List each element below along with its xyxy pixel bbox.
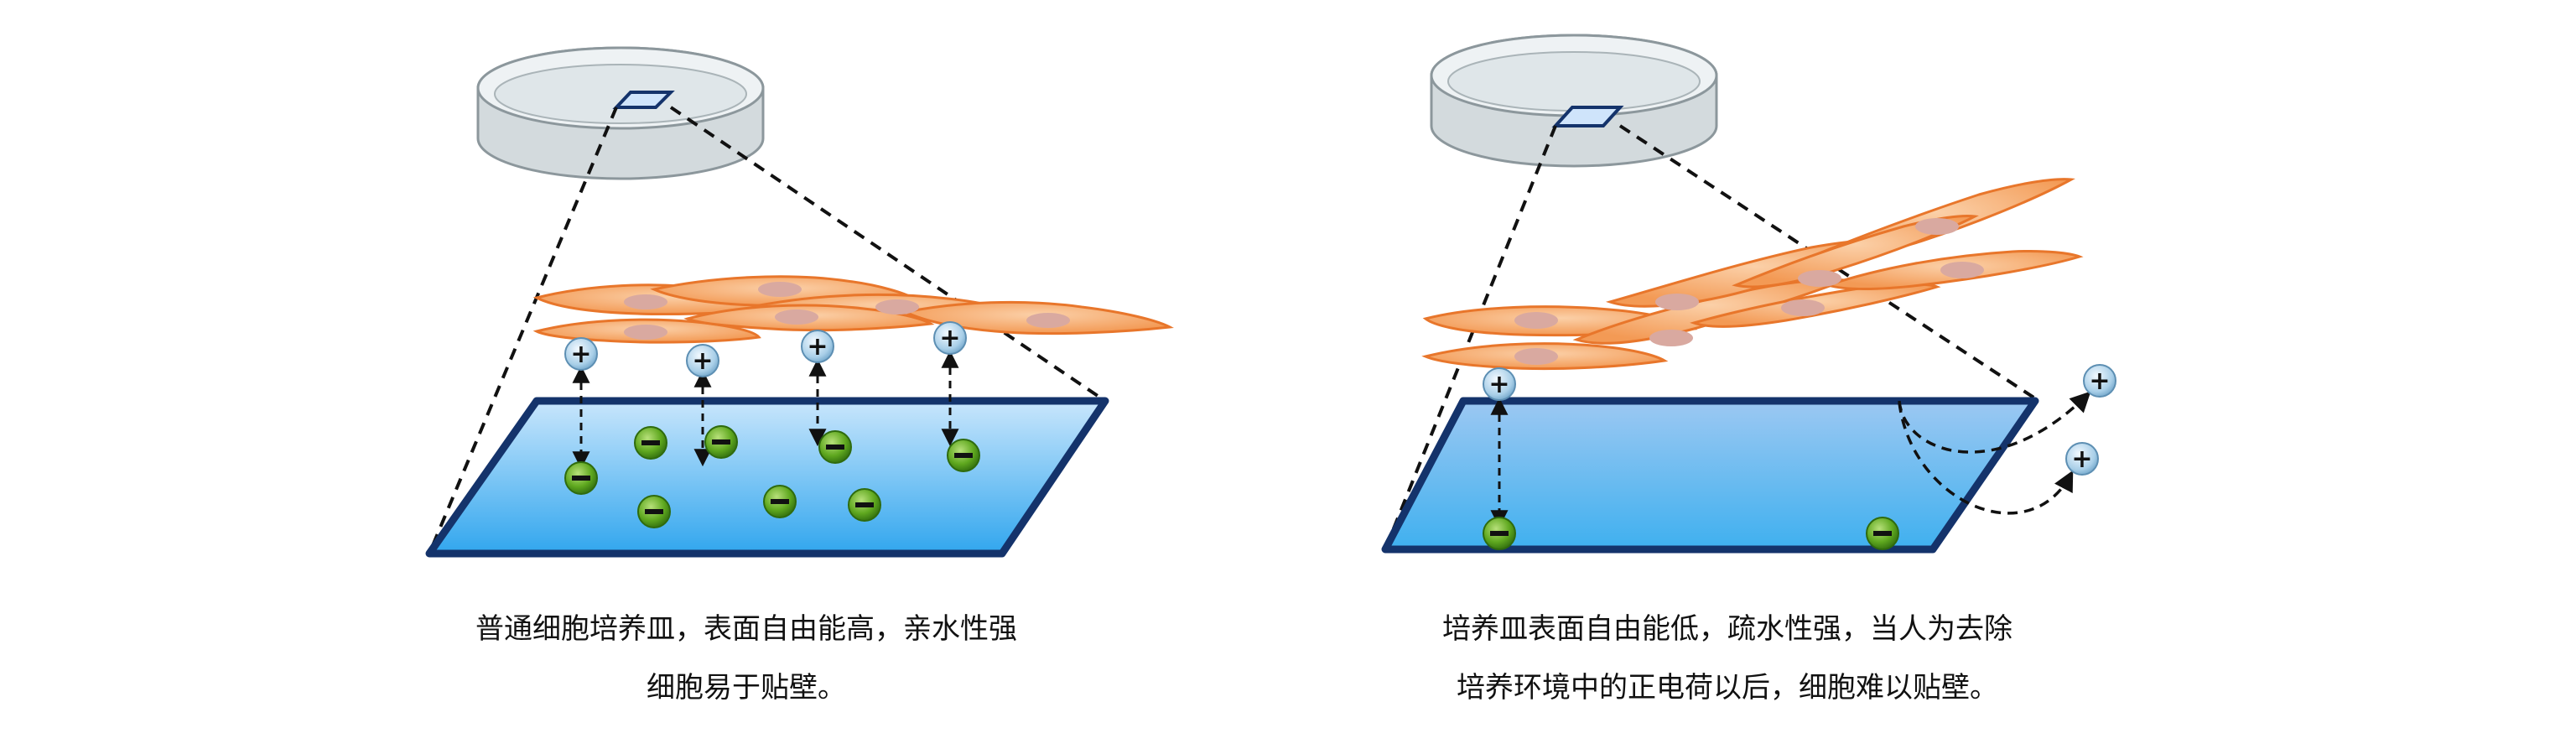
charge-interactions-left: [572, 350, 959, 470]
svg-text:+: +: [2089, 367, 2110, 396]
svg-text:+: +: [570, 340, 591, 369]
negative-charge: [637, 495, 671, 528]
positive-charge: +: [2065, 442, 2099, 476]
svg-text:+: +: [2071, 445, 2092, 474]
negative-charge: [1866, 517, 1899, 550]
culture-surface-right: [1381, 397, 2039, 554]
svg-text:+: +: [807, 332, 828, 361]
negative-charge: [1483, 517, 1516, 550]
svg-text:+: +: [1488, 370, 1509, 399]
petri-dish-right: [1430, 34, 1718, 168]
negative-charge: [818, 430, 852, 464]
positive-charge: +: [2083, 364, 2116, 398]
svg-text:+: +: [939, 324, 960, 353]
positive-charge: +: [801, 330, 834, 363]
sample-square-left: [612, 91, 675, 109]
negative-charge: [704, 425, 738, 459]
caption-right-line-1: 培养皿表面自由能低，疏水性强，当人为去除: [1442, 612, 2012, 646]
positive-charge: +: [933, 321, 967, 355]
negative-charges-left: [564, 425, 980, 528]
left-panel: + + + +: [425, 46, 1175, 558]
positive-charge: +: [686, 344, 719, 377]
right-panel: + + +: [1381, 34, 2116, 554]
positive-charges-right: + + +: [1483, 364, 2116, 476]
negative-charges-right: [1483, 517, 1899, 550]
caption-left-line-1: 普通细胞培养皿，表面自由能高，亲水性强: [475, 612, 1017, 646]
caption-right-line-2: 培养环境中的正电荷以后，细胞难以贴壁。: [1457, 671, 1998, 705]
cell-layer-right: [1421, 178, 2084, 371]
negative-charge: [564, 461, 598, 495]
sample-square-right: [1551, 106, 1624, 127]
negative-charge: [947, 439, 980, 472]
negative-charge: [763, 485, 797, 518]
positive-charges-left: + + + +: [564, 321, 967, 377]
negative-charge: [634, 426, 667, 460]
positive-charge: +: [564, 337, 598, 371]
svg-text:+: +: [692, 346, 713, 376]
negative-charge: [848, 488, 881, 522]
positive-charge: +: [1483, 367, 1516, 401]
caption-left-line-2: 细胞易于贴壁。: [647, 671, 846, 705]
petri-dish-left: [476, 46, 765, 180]
cell-layer-left: [532, 275, 1175, 344]
culture-surface-left: [425, 397, 1109, 558]
